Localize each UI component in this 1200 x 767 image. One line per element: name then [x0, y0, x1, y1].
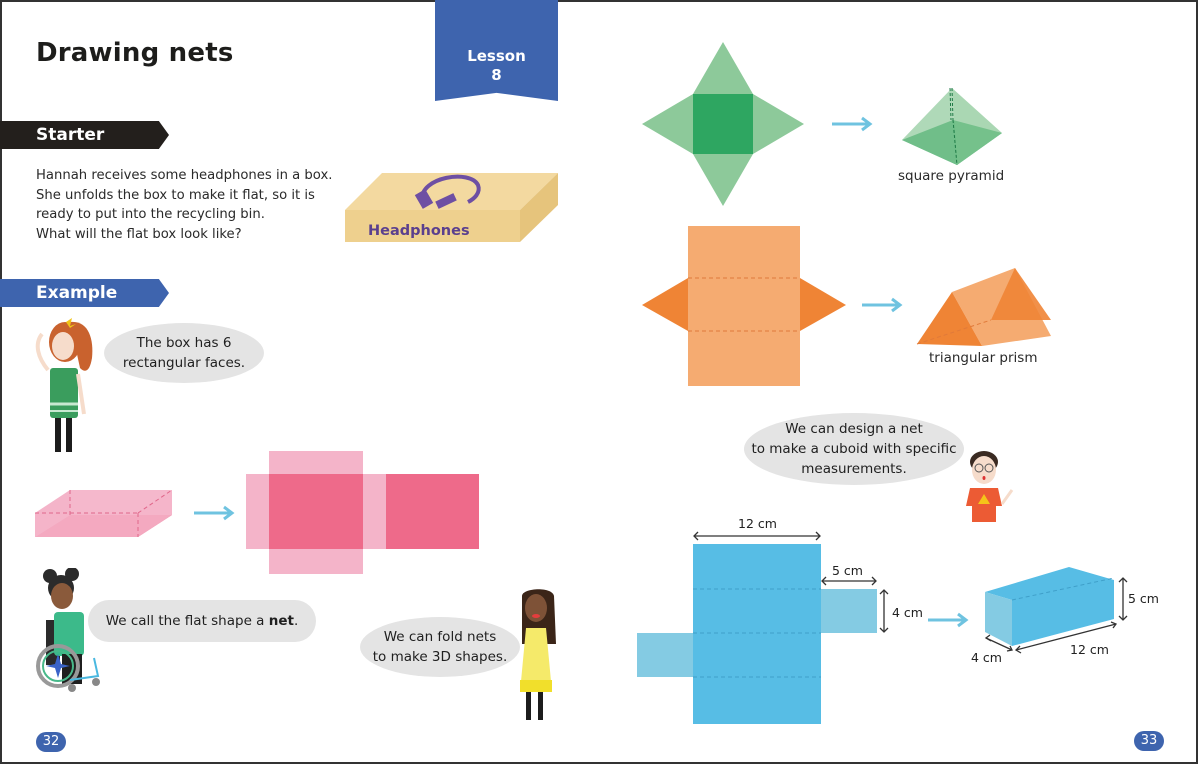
- starter-line: ready to put into the recycling bin.: [36, 207, 265, 222]
- keyword-net: net: [268, 613, 294, 629]
- girl-character-illustration: [35, 318, 93, 452]
- bubble-line: We can fold nets: [383, 629, 497, 645]
- net-face: [269, 474, 363, 549]
- arrow-right-icon: [928, 612, 969, 628]
- cuboid-net-blue: [637, 531, 889, 724]
- dimension-arrows: [693, 531, 889, 633]
- page-number-right: 33: [1134, 731, 1164, 751]
- triangular-prism-3d: [916, 268, 1051, 346]
- net-face: [693, 42, 753, 94]
- dimension-arrows: [984, 621, 1118, 654]
- box-front: [345, 210, 520, 242]
- net-base: [693, 94, 753, 154]
- net-face: [753, 94, 804, 154]
- net-face: [688, 226, 800, 386]
- bubble-line: to make 3D shapes.: [372, 649, 508, 665]
- box-label: Headphones: [368, 223, 470, 239]
- bubble-line: measurements.: [801, 461, 907, 477]
- lesson-number: 8: [491, 66, 502, 84]
- bubble-text: We call the flat shape a: [105, 613, 269, 629]
- caption-triangular-prism: triangular prism: [929, 350, 1038, 366]
- box-top: [345, 173, 558, 210]
- speech-bubble-net: We call the flat shape a net.: [88, 600, 316, 642]
- cuboid-dim-height: 5 cm: [1128, 591, 1159, 606]
- starter-line: She unfolds the box to make it flat, so …: [36, 187, 315, 203]
- starter-heading: Starter: [36, 125, 105, 145]
- starter-line: Hannah receives some headphones in a box…: [36, 168, 333, 183]
- square-pyramid-3d: [902, 87, 1002, 166]
- headphones-earcup-left: [414, 189, 434, 209]
- wheelchair-girl-illustration: [36, 568, 100, 692]
- bubble-line: to make a cuboid with specific: [751, 441, 957, 457]
- net-dim-width: 5 cm: [832, 563, 863, 578]
- net-dim-length: 12 cm: [738, 516, 777, 531]
- triangular-prism-net: [642, 226, 846, 386]
- yellow-dress-girl-illustration: [520, 589, 556, 720]
- speech-bubble-design: We can design a net to make a cuboid wit…: [744, 413, 964, 485]
- speech-bubble-faces: The box has 6 rectangular faces.: [104, 323, 264, 383]
- starter-line: What will the flat box look like?: [36, 226, 242, 242]
- caption-square-pyramid: square pyramid: [898, 168, 1005, 184]
- example-heading: Example: [36, 283, 118, 303]
- starter-text: Hannah receives some headphones in a box…: [36, 166, 332, 244]
- headphones-box-illustration: Headphones: [345, 173, 558, 242]
- net-face: [693, 544, 821, 724]
- net-face: [821, 589, 877, 633]
- speech-bubble-fold: We can fold nets to make 3D shapes.: [360, 617, 520, 677]
- box-side: [520, 173, 558, 242]
- lesson-ribbon: Lesson 8: [435, 0, 558, 101]
- headphones-earcup-right: [435, 193, 457, 209]
- page-title: Drawing nets: [36, 38, 234, 68]
- arrow-right-icon: [194, 505, 235, 521]
- net-face: [386, 474, 479, 549]
- arrow-right-icon: [832, 116, 873, 132]
- starter-banner: Starter: [0, 121, 169, 149]
- headphones-icon: [420, 174, 481, 204]
- bubble-line: The box has 6: [136, 335, 232, 351]
- lesson-label: Lesson: [467, 47, 526, 65]
- example-banner: Example: [0, 279, 169, 307]
- bubble-line: We can design a net: [785, 421, 923, 437]
- bubble-text: .: [293, 613, 299, 629]
- page-number-left: 32: [36, 732, 66, 752]
- net-face: [642, 278, 688, 331]
- net-face: [800, 278, 846, 331]
- boy-character-illustration: [966, 451, 1014, 522]
- bubble-line: We call the flat shape a net.: [106, 611, 299, 631]
- net-dim-height: 4 cm: [892, 605, 923, 620]
- net-face: [693, 154, 753, 206]
- bubble-line: rectangular faces.: [122, 355, 246, 371]
- flat-box-cuboid: [35, 489, 173, 537]
- cuboid-dim-depth: 4 cm: [971, 650, 1002, 665]
- square-pyramid-net: [642, 42, 804, 206]
- cuboid-3d-blue: [984, 567, 1128, 654]
- net-face: [642, 94, 693, 154]
- net-face: [637, 633, 693, 677]
- cuboid-dim-length: 12 cm: [1070, 642, 1109, 657]
- cuboid-net-pink: [246, 451, 479, 574]
- arrow-right-icon: [862, 297, 903, 313]
